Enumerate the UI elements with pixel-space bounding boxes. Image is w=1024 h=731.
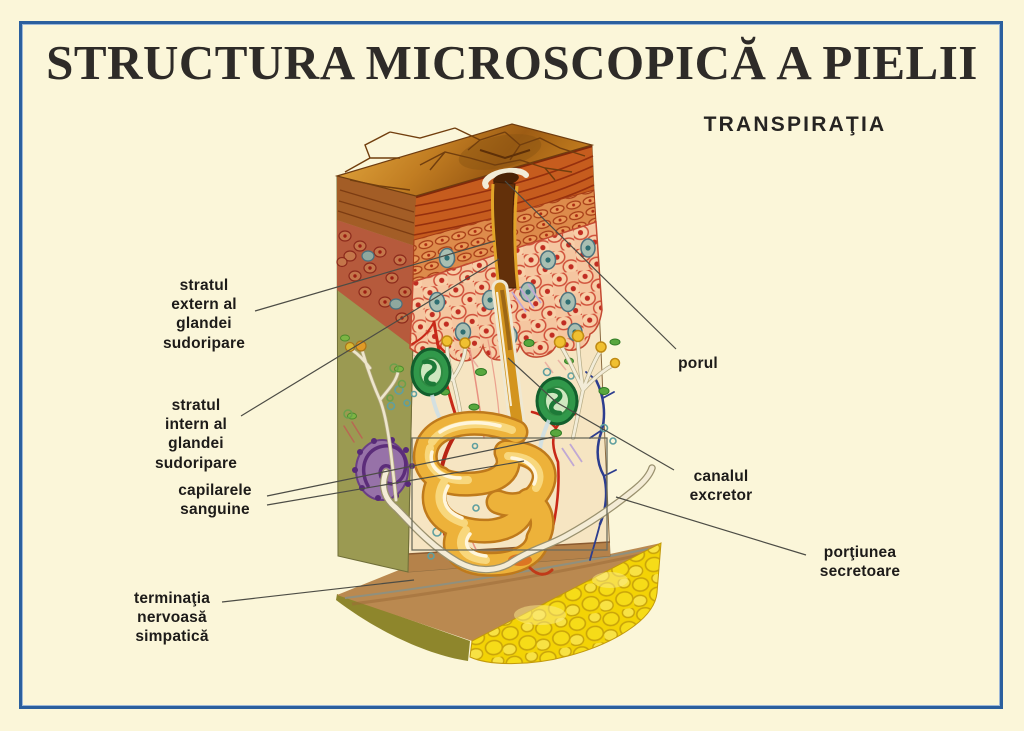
leader-canalul-excretor (507, 357, 675, 471)
label-stratul-intern: stratul intern al glandei sudoripare (154, 397, 238, 472)
label-canalul-excretor: canalul excretor (689, 468, 753, 505)
green-leaf-cells (440, 338, 621, 437)
label-terminatia-nervoasa: terminaţia nervoasă simpatică (133, 590, 211, 646)
left-nerve-ending (340, 334, 407, 502)
skin-surface-top (334, 123, 595, 197)
leader-capilare-1 (266, 436, 554, 497)
leader-stratul-extern (254, 240, 496, 312)
leader-porul (504, 180, 677, 350)
leader-terminatia (221, 579, 415, 603)
label-portiunea-secretoare: porţiunea secretoare (819, 544, 901, 581)
label-capilarele-sanguine: capilarele sanguine (178, 482, 252, 519)
page-title: STRUCTURA MICROSCOPICĂ A PIELII (46, 35, 978, 90)
secretory-region-box (411, 437, 608, 551)
duct-cross-section-2 (535, 376, 579, 453)
leader-lines (221, 180, 807, 603)
hypodermis-fat-slab (336, 542, 662, 665)
poster-border (19, 21, 1003, 709)
leader-portiunea (615, 496, 807, 556)
venule-blue (585, 371, 617, 561)
label-porul: porul (678, 355, 718, 372)
label-stratul-extern: stratul extern al glandei sudoripare (162, 277, 246, 352)
leader-stratul-intern (240, 258, 500, 417)
sympathetic-nerve-fiber (379, 464, 656, 574)
tissue-bubbles (386, 367, 617, 561)
section-heading-transpiratia: TRANSPIRAŢIA (703, 113, 887, 136)
leader-capilare-2 (266, 460, 525, 506)
nerve-endings (441, 329, 621, 441)
duct-cross-section-1 (410, 347, 452, 430)
